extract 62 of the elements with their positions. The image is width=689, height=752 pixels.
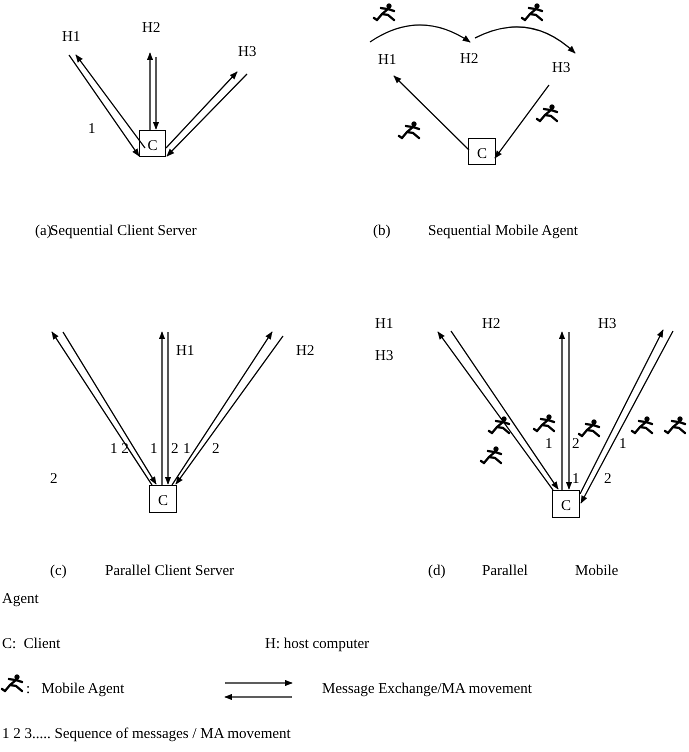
arrow	[566, 332, 572, 490]
arrow	[68, 54, 140, 157]
arrow	[171, 331, 273, 486]
arrow	[175, 336, 284, 485]
host-label: H2	[460, 51, 478, 68]
sequence-number: 1	[619, 436, 626, 453]
caption: (c)	[50, 563, 67, 580]
sequence-number: 1	[545, 436, 552, 453]
host-label: H2	[296, 343, 314, 360]
host-label: H1	[378, 52, 396, 69]
host-label: H2	[482, 316, 500, 333]
arrow	[393, 75, 470, 150]
sequence-number: 2	[604, 471, 612, 488]
caption: (a)	[35, 223, 52, 240]
client-box: C	[139, 130, 166, 157]
sequence-number: 2	[212, 441, 220, 458]
sequence-number: 2	[50, 471, 58, 488]
arrow	[494, 84, 550, 159]
arrow	[474, 26, 576, 54]
arrow	[166, 71, 238, 148]
host-label: H2	[142, 20, 160, 37]
arrow	[164, 332, 172, 485]
key-text: 1 2 3..... Sequence of messages / MA movement	[2, 726, 291, 743]
arrow	[75, 54, 146, 148]
caption: (d)	[428, 563, 446, 580]
host-label: H1	[176, 343, 194, 360]
caption: Sequential Mobile Agent	[428, 223, 578, 240]
host-label: H3	[598, 316, 616, 333]
sequence-number: 2	[572, 436, 580, 453]
sequence-number: 1	[572, 471, 580, 488]
caption: (b)	[373, 223, 390, 240]
client-box: C	[552, 490, 580, 518]
host-label: H3	[238, 44, 256, 61]
host-label: H3	[552, 60, 570, 77]
arrow	[166, 74, 248, 157]
arrow	[146, 52, 154, 130]
sequence-number: 1	[150, 441, 158, 458]
sequence-number: 1	[183, 441, 190, 458]
client-box: C	[468, 138, 496, 165]
arrow	[580, 330, 674, 504]
key-text: C: Client	[2, 636, 60, 653]
legend-text: : Mobile Agent	[26, 681, 124, 698]
sequence-number: 1	[88, 121, 96, 138]
legend-text: Message Exchange/MA movement	[322, 681, 532, 698]
key-text: H: host computer	[265, 636, 370, 653]
arrow	[158, 331, 166, 485]
caption: Sequential Client Server	[50, 223, 197, 240]
arrow	[370, 24, 471, 43]
arrow	[558, 331, 566, 490]
host-label: H1	[375, 316, 394, 333]
caption: Agent	[2, 591, 39, 608]
arrow	[152, 57, 160, 130]
sequence-number: 2	[171, 441, 178, 458]
caption: Mobile	[575, 563, 618, 580]
client-box: C	[149, 485, 177, 513]
caption: Parallel Client Server	[105, 563, 234, 580]
arrow	[437, 331, 554, 490]
arrow	[579, 329, 664, 494]
caption: Parallel	[482, 563, 528, 580]
host-label: H1	[62, 29, 80, 46]
arrow	[450, 330, 559, 490]
host-label: H3	[375, 348, 394, 365]
